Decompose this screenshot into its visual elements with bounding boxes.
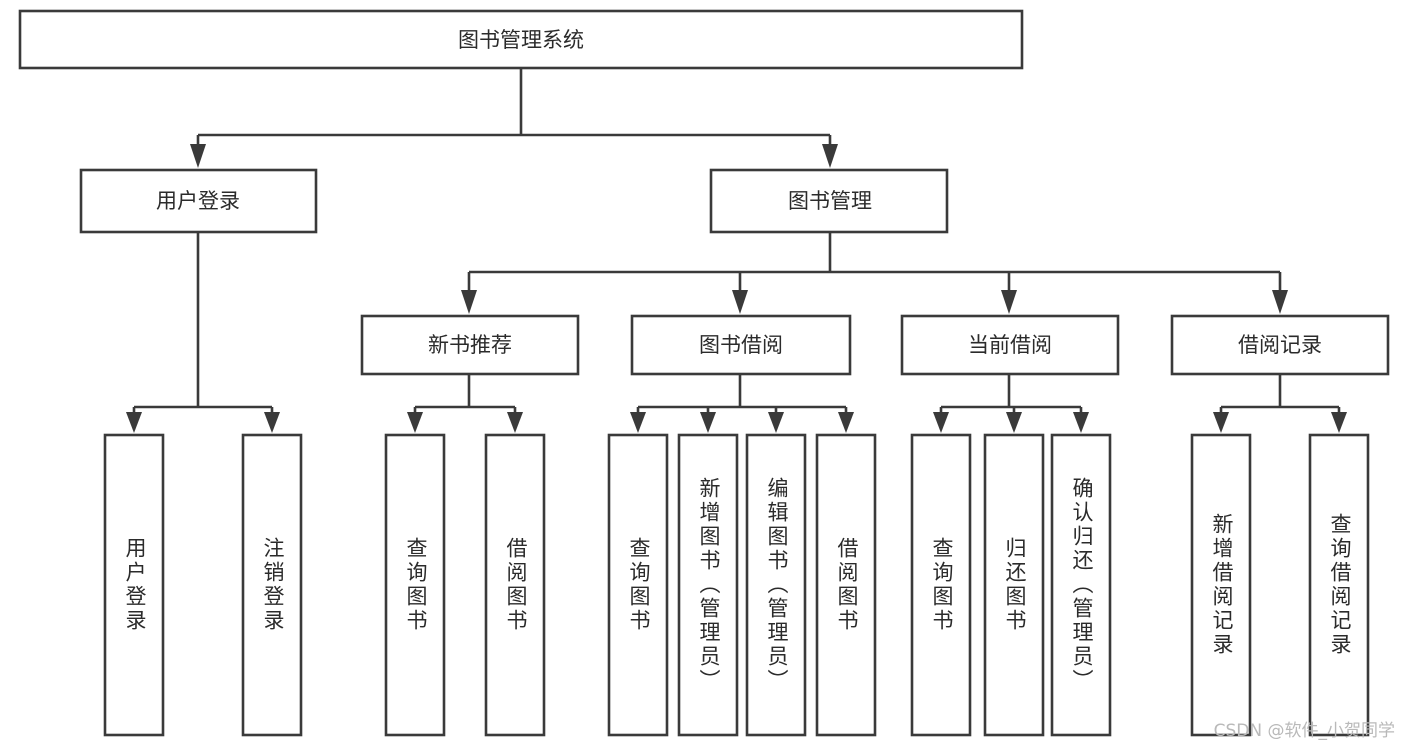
connector-group-book-borrow [630, 374, 854, 433]
arrowhead-leaf-query-record [1331, 412, 1347, 433]
node-book-borrow-label: 图书借阅 [699, 333, 783, 357]
connector-group-book-manage [461, 232, 1288, 314]
node-leaf-add-book-box[interactable] [677, 433, 739, 737]
node-root-box[interactable] [18, 9, 1024, 70]
node-leaf-query-book-rec-box[interactable] [384, 433, 446, 737]
arrowhead-leaf-borrow-book-rec [507, 412, 523, 433]
arrowhead-leaf-query-book-bb [630, 412, 646, 433]
node-leaf-borrow-book-bb-label: 借阅图书 [835, 537, 859, 633]
node-leaf-return-book-box[interactable] [983, 433, 1045, 737]
node-leaf-query-book-bb-label: 查询图书 [627, 537, 651, 633]
node-leaf-edit-book-box[interactable] [745, 433, 807, 737]
node-new-book-rec-label: 新书推荐 [428, 333, 512, 357]
arrowhead-current-borrow [1001, 290, 1017, 314]
node-current-borrow-box[interactable] [900, 314, 1120, 376]
node-leaf-user-login[interactable]: 用户登录 [103, 433, 165, 737]
node-user-login-box[interactable] [79, 168, 318, 234]
connector-group-new-book-rec [407, 374, 523, 433]
arrowhead-leaf-add-book [700, 412, 716, 433]
arrowhead-leaf-return-book [1006, 412, 1022, 433]
node-leaf-add-book[interactable]: 新增图书（管理员） [677, 433, 739, 737]
arrowhead-borrow-record [1272, 290, 1288, 314]
node-root[interactable]: 图书管理系统 [18, 9, 1024, 70]
node-leaf-add-record-box[interactable] [1190, 433, 1252, 737]
arrowhead-new-book-rec [461, 290, 477, 314]
node-leaf-query-book-cb-box[interactable] [910, 433, 972, 737]
node-leaf-borrow-book-rec-box[interactable] [484, 433, 546, 737]
node-leaf-confirm-return-label: 确认归还（管理员） [1070, 477, 1094, 693]
arrowhead-leaf-query-book-rec [407, 412, 423, 433]
arrowhead-leaf-logout [264, 412, 280, 433]
node-leaf-confirm-return[interactable]: 确认归还（管理员） [1050, 433, 1112, 737]
node-leaf-query-book-rec-label: 查询图书 [404, 537, 428, 633]
node-root-label: 图书管理系统 [458, 28, 584, 52]
node-leaf-query-book-cb-label: 查询图书 [930, 537, 954, 633]
node-borrow-record-label: 借阅记录 [1238, 333, 1322, 357]
node-book-manage-label: 图书管理 [788, 189, 872, 213]
node-user-login-label: 用户登录 [156, 189, 240, 213]
connector-group-current-borrow [933, 374, 1089, 433]
node-leaf-query-book-rec[interactable]: 查询图书 [384, 433, 446, 737]
connector-group-borrow-record [1213, 374, 1347, 433]
arrowhead-leaf-query-book-cb [933, 412, 949, 433]
node-leaf-edit-book-label: 编辑图书（管理员） [765, 477, 789, 693]
node-leaf-query-record[interactable]: 查询借阅记录 [1308, 433, 1370, 737]
arrowhead-leaf-confirm-return [1073, 412, 1089, 433]
node-leaf-edit-book[interactable]: 编辑图书（管理员） [745, 433, 807, 737]
node-current-borrow-label: 当前借阅 [968, 333, 1052, 357]
arrowhead-book-manage [822, 144, 838, 168]
connector-group-user-login [126, 232, 280, 433]
arrowhead-leaf-add-record [1213, 412, 1229, 433]
arrowhead-leaf-edit-book [768, 412, 784, 433]
node-leaf-query-book-bb[interactable]: 查询图书 [607, 433, 669, 737]
node-book-borrow[interactable]: 图书借阅 [630, 314, 852, 376]
node-leaf-borrow-book-bb[interactable]: 借阅图书 [815, 433, 877, 737]
node-leaf-query-book-bb-box[interactable] [607, 433, 669, 737]
csdn-watermark: CSDN @软件_小贺同学 [1213, 721, 1395, 741]
node-new-book-rec[interactable]: 新书推荐 [360, 314, 580, 376]
node-book-manage-box[interactable] [709, 168, 949, 234]
node-leaf-query-record-box[interactable] [1308, 433, 1370, 737]
node-leaf-return-book[interactable]: 归还图书 [983, 433, 1045, 737]
node-leaf-query-record-label: 查询借阅记录 [1328, 513, 1352, 657]
node-leaf-query-book-cb[interactable]: 查询图书 [910, 433, 972, 737]
node-leaf-borrow-book-rec[interactable]: 借阅图书 [484, 433, 546, 737]
node-book-borrow-box[interactable] [630, 314, 852, 376]
node-leaf-logout-box[interactable] [241, 433, 303, 737]
connector-group-root [190, 68, 838, 168]
arrowhead-user-login [190, 144, 206, 168]
node-leaf-user-login-box[interactable] [103, 433, 165, 737]
node-new-book-rec-box[interactable] [360, 314, 580, 376]
node-user-login[interactable]: 用户登录 [79, 168, 318, 234]
arrowhead-book-borrow [732, 290, 748, 314]
node-leaf-add-record-label: 新增借阅记录 [1210, 513, 1234, 657]
node-leaf-confirm-return-box[interactable] [1050, 433, 1112, 737]
node-leaf-borrow-book-bb-box[interactable] [815, 433, 877, 737]
node-leaf-logout-label: 注销登录 [261, 537, 285, 633]
node-current-borrow[interactable]: 当前借阅 [900, 314, 1120, 376]
node-leaf-add-book-label: 新增图书（管理员） [697, 477, 721, 693]
node-leaf-add-record[interactable]: 新增借阅记录 [1190, 433, 1252, 737]
node-leaf-return-book-label: 归还图书 [1003, 537, 1027, 633]
node-borrow-record[interactable]: 借阅记录 [1170, 314, 1390, 376]
node-leaf-borrow-book-rec-label: 借阅图书 [504, 537, 528, 633]
node-borrow-record-box[interactable] [1170, 314, 1390, 376]
arrowhead-leaf-user-login [126, 412, 142, 433]
node-book-manage[interactable]: 图书管理 [709, 168, 949, 234]
node-leaf-logout[interactable]: 注销登录 [241, 433, 303, 737]
arrowhead-leaf-borrow-book-bb [838, 412, 854, 433]
node-leaf-user-login-label: 用户登录 [123, 537, 147, 633]
